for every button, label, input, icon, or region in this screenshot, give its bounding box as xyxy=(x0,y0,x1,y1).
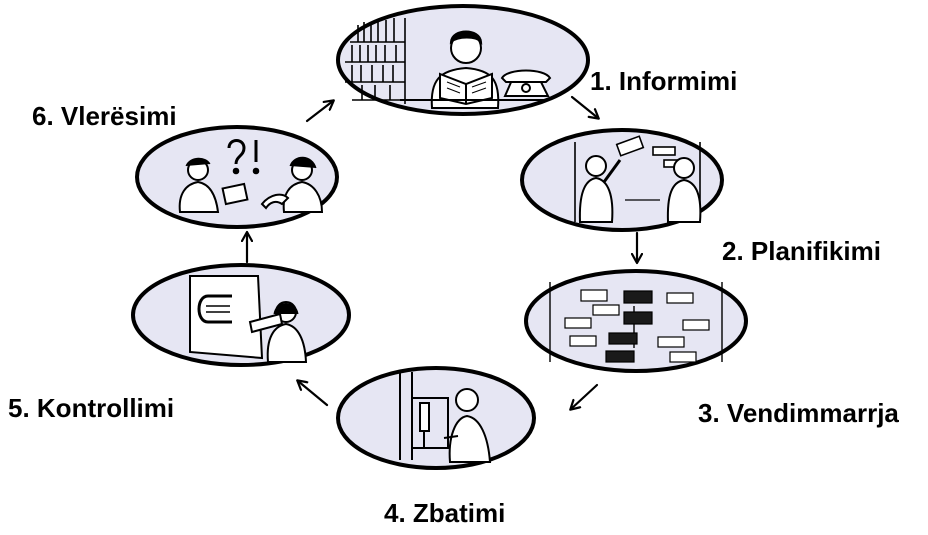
evaluator-left-icon xyxy=(178,157,249,213)
arrow-4-to-5 xyxy=(298,381,329,407)
inspector-icon xyxy=(248,301,308,363)
arrow-1-to-2 xyxy=(570,95,598,118)
label-step-2: 2. Planifikimi xyxy=(722,236,881,266)
telephone-icon xyxy=(500,69,552,97)
decision-cards-icon xyxy=(564,289,710,363)
evaluator-right-icon xyxy=(260,156,324,213)
ellipse-zbatimi xyxy=(336,366,536,470)
planning-people-icon xyxy=(578,155,702,223)
label-step-4: 4. Zbatimi xyxy=(384,498,506,528)
arrow-3-to-4 xyxy=(571,383,599,409)
arrow-6-to-1 xyxy=(305,101,333,123)
worker-icon xyxy=(443,388,492,463)
question-exclamation-icon xyxy=(227,139,260,175)
reading-person-icon xyxy=(430,30,500,109)
workbench-icon xyxy=(399,372,449,460)
ellipse-informimi xyxy=(336,4,590,116)
ellipse-kontrollimi xyxy=(131,263,351,367)
label-step-3: 3. Vendimmarrja xyxy=(698,398,899,428)
ellipse-vendimmarrja xyxy=(524,269,748,373)
label-step-6: 6. Vlerësimi xyxy=(32,101,177,131)
bookshelf-icon xyxy=(345,18,406,104)
ellipse-planifikimi xyxy=(520,128,724,232)
label-step-5: 5. Kontrollimi xyxy=(8,393,175,423)
measurement-board-icon xyxy=(189,275,264,360)
label-step-1: 1. Informimi xyxy=(590,66,738,96)
ellipse-vleresimi xyxy=(135,125,339,229)
cycle-arrows xyxy=(247,95,637,409)
